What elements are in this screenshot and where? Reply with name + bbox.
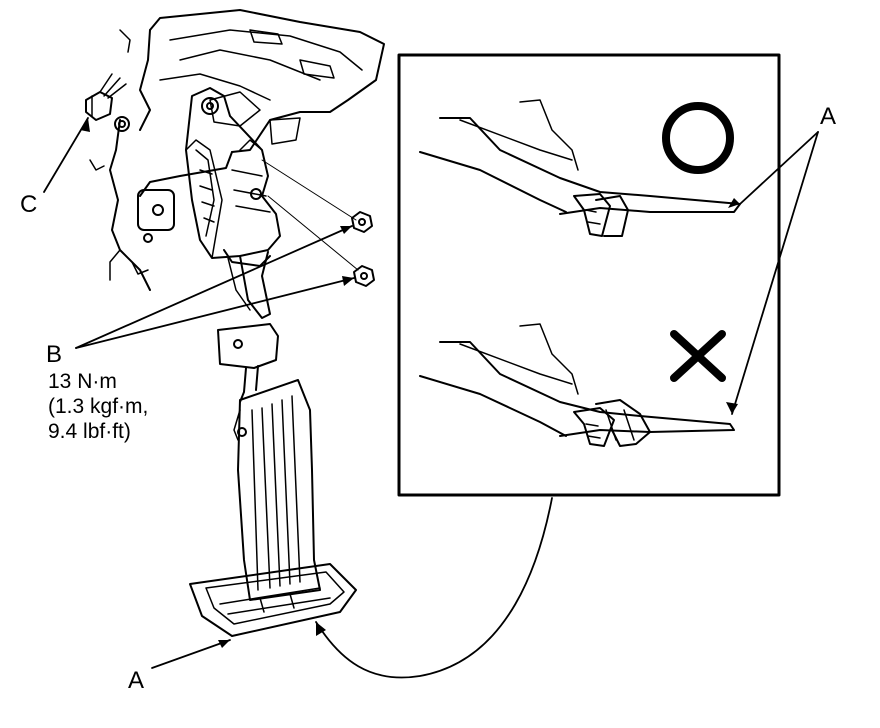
inset-correct-illustration <box>419 99 741 237</box>
pedal-module <box>185 87 281 319</box>
pedal-arm-plate <box>217 323 279 403</box>
connector-c <box>85 73 127 121</box>
label-b: B <box>46 341 63 368</box>
pedal-pad <box>233 379 321 601</box>
nut-lower <box>353 265 375 287</box>
torque-spec-nm: 13 N·m <box>48 370 117 393</box>
nut-upper <box>351 211 373 233</box>
floor-mat-pad <box>189 563 357 637</box>
circle-ok-icon <box>662 102 734 174</box>
torque-spec-kgfm: (1.3 kgf·m, <box>48 395 149 418</box>
leader-lines <box>43 117 819 679</box>
label-a-pedal: A <box>128 667 145 694</box>
arrowheads <box>80 118 740 648</box>
torque-spec-lbfft: 9.4 lbf·ft) <box>48 420 131 443</box>
cross-ng-icon <box>670 330 726 382</box>
body-bracket <box>89 9 385 291</box>
label-c: C <box>20 191 38 218</box>
inset-box <box>397 53 781 497</box>
inset-incorrect-illustration <box>419 323 735 447</box>
label-a-inset: A <box>820 103 837 130</box>
